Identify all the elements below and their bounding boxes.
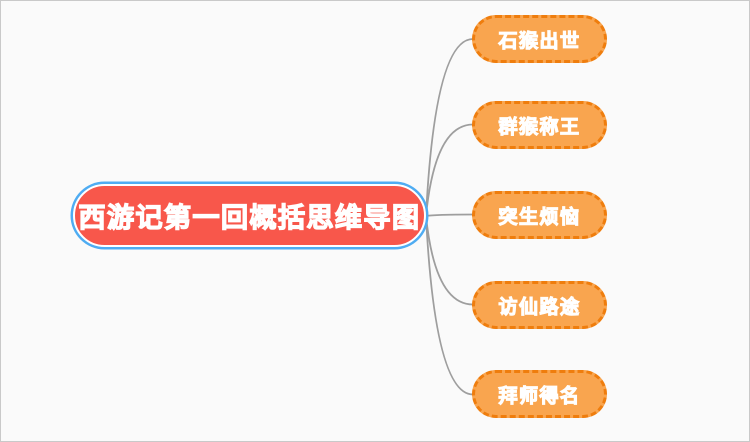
branch-node-1[interactable]: 石猴出世 bbox=[472, 15, 607, 63]
connector-line-branch-4 bbox=[425, 215, 474, 306]
branch-node-2-label: 群猴称王 bbox=[498, 116, 581, 138]
connector-line-branch-5 bbox=[425, 215, 474, 396]
branch-node-3[interactable]: 突生烦恼 bbox=[472, 191, 607, 239]
connector-line-branch-2 bbox=[425, 123, 474, 217]
branch-node-1-label: 石猴出世 bbox=[498, 30, 581, 52]
branch-node-4-label: 访仙路途 bbox=[498, 296, 581, 318]
branch-node-2[interactable]: 群猴称王 bbox=[472, 101, 607, 149]
branch-node-3-label: 突生烦恼 bbox=[498, 206, 581, 228]
branch-node-4[interactable]: 访仙路途 bbox=[472, 281, 607, 329]
connector-line-branch-3 bbox=[425, 213, 474, 217]
root-node[interactable]: 西游记第一回概括思维导图 bbox=[73, 184, 426, 247]
connector-line-branch-1 bbox=[425, 38, 474, 217]
root-node-label: 西游记第一回概括思维导图 bbox=[78, 202, 421, 233]
branch-node-5-label: 拜师得名 bbox=[498, 385, 581, 407]
branch-node-5[interactable]: 拜师得名 bbox=[472, 370, 607, 418]
